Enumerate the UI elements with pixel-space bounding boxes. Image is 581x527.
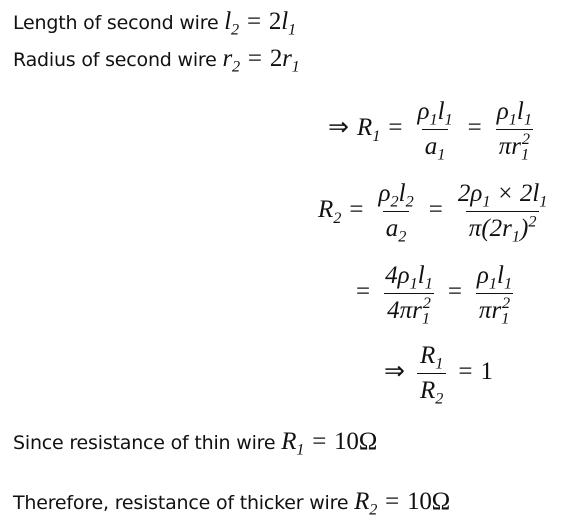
since-statement: Since resistance of thin wire R1=10Ω: [13, 428, 378, 459]
radius-equation: r2=2r1: [222, 45, 300, 76]
length-text: Length of second wire: [13, 12, 219, 34]
thick-resistance-equation: R2=10Ω: [354, 488, 451, 519]
length-statement: Length of second wire l2=2l1: [13, 8, 296, 39]
since-text: Since resistance of thin wire: [13, 432, 276, 454]
radius-text: Radius of second wire: [13, 49, 217, 71]
therefore-statement: Therefore, resistance of thicker wire R2…: [13, 488, 451, 519]
length-equation: l2=2l1: [224, 8, 296, 39]
therefore-text: Therefore, resistance of thicker wire: [13, 492, 349, 514]
thin-resistance-equation: R1=10Ω: [281, 428, 378, 459]
radius-statement: Radius of second wire r2=2r1: [13, 45, 300, 76]
